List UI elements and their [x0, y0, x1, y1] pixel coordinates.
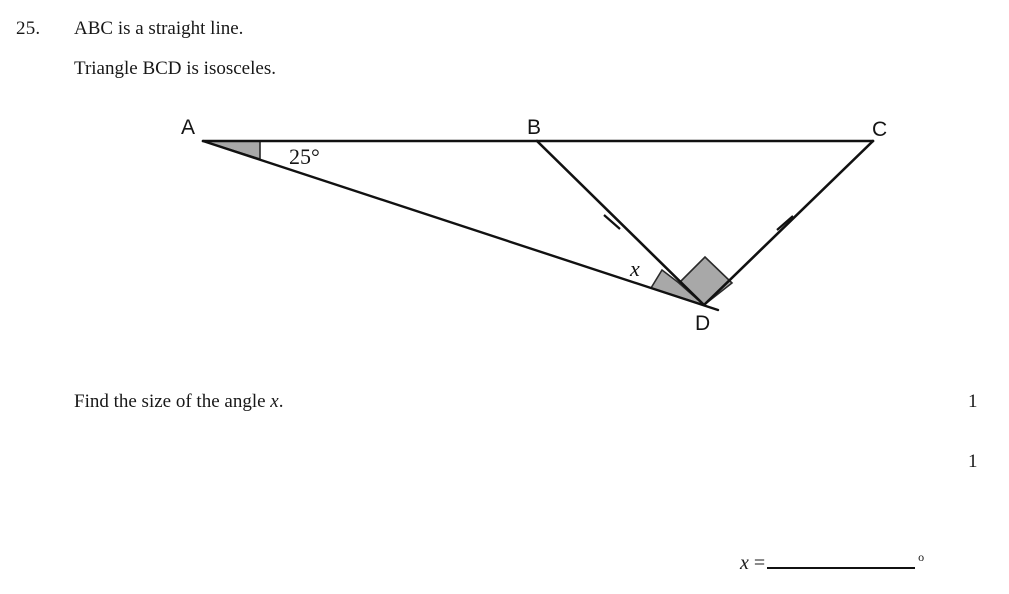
- question-number: 25.: [16, 18, 41, 39]
- angle-label-25: 25°: [289, 144, 320, 169]
- question-prompt: Find the size of the angle x.: [74, 391, 283, 413]
- answer-input-blank[interactable]: [767, 552, 916, 569]
- tick-mark-bd: [603, 214, 621, 230]
- vertex-label-b: B: [527, 116, 541, 139]
- line-ad: [201, 139, 720, 312]
- question-statement-2: Triangle BCD is isosceles.: [74, 58, 276, 79]
- answer-variable: x: [740, 552, 749, 574]
- line-bd: [535, 139, 706, 307]
- question-statement-1: ABC is a straight line.: [74, 18, 244, 39]
- prompt-variable: x: [270, 391, 279, 412]
- degree-symbol: o: [918, 550, 925, 564]
- mark-allocation-1: 1: [968, 391, 978, 412]
- vertex-label-c: C: [872, 118, 887, 141]
- answer-equals: =: [753, 552, 766, 574]
- answer-line: x = o: [740, 550, 925, 575]
- mark-allocation-2: 1: [968, 451, 978, 472]
- line-cd: [702, 139, 875, 307]
- prompt-text: Find the size of the angle: [74, 391, 271, 412]
- tick-mark-cd: [776, 215, 794, 231]
- prompt-suffix: .: [278, 391, 284, 412]
- vertex-label-a: A: [181, 116, 195, 139]
- angle-label-x: x: [629, 256, 640, 281]
- vertex-label-d: D: [695, 312, 710, 335]
